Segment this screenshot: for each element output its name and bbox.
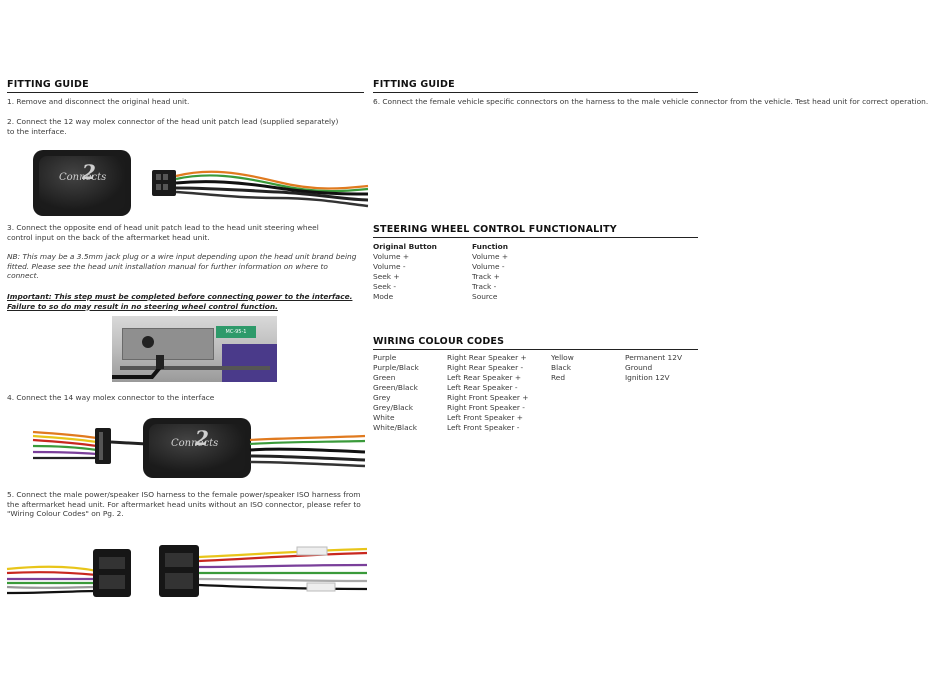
swc-heading: STEERING WHEEL CONTROL FUNCTIONALITY bbox=[373, 224, 617, 235]
step-3-text: 3. Connect the opposite end of head unit… bbox=[7, 223, 319, 242]
important-text: Important: This step must be completed b… bbox=[7, 292, 353, 311]
step-1-text: 1. Remove and disconnect the original he… bbox=[7, 97, 190, 106]
logo-text: Connects bbox=[59, 172, 107, 183]
wire-colour: White bbox=[373, 413, 395, 422]
swc-row-original: Seek - bbox=[373, 282, 397, 291]
wire-colour: Black bbox=[551, 363, 571, 372]
swc-row-function: Volume + bbox=[472, 252, 509, 261]
step-5-text: 5. Connect the male power/speaker ISO ha… bbox=[7, 490, 361, 519]
jack-plug-cable bbox=[112, 355, 164, 379]
logo-number: 2 bbox=[82, 160, 96, 184]
wire-function: Left Rear Speaker + bbox=[447, 373, 522, 382]
molex-14-way-connector-image bbox=[32, 428, 148, 464]
left-heading-rule bbox=[7, 92, 364, 93]
wire-function: Right Rear Speaker - bbox=[447, 363, 524, 372]
wire-colour: Purple bbox=[373, 353, 397, 362]
wire-function: Left Front Speaker - bbox=[447, 423, 520, 432]
wiring-heading-rule bbox=[373, 349, 698, 350]
swc-row-function: Source bbox=[472, 292, 498, 301]
wire-colour: Purple/Black bbox=[373, 363, 419, 372]
wire-function: Right Front Speaker - bbox=[447, 403, 525, 412]
iso-harness-image bbox=[6, 545, 368, 597]
stereo-tag: MC-95-1 bbox=[216, 326, 256, 338]
wire-function: Ground bbox=[625, 363, 653, 372]
wire-function: Ignition 12V bbox=[625, 373, 670, 382]
head-unit-back-image: MC-95-1 bbox=[112, 316, 277, 382]
note-text: NB: This may be a 3.5mm jack plug or a w… bbox=[7, 252, 357, 281]
wire-colour: Yellow bbox=[551, 353, 574, 362]
right-heading: FITTING GUIDE bbox=[373, 79, 455, 90]
swc-header-function: Function bbox=[472, 242, 508, 251]
swc-row-original: Seek + bbox=[373, 272, 400, 281]
swc-row-original: Volume + bbox=[373, 252, 410, 261]
step-6-text: 6. Connect the female vehicle specific c… bbox=[373, 97, 928, 106]
swc-header-original: Original Button bbox=[373, 242, 437, 251]
wire-colour: Grey bbox=[373, 393, 391, 402]
left-heading: FITTING GUIDE bbox=[7, 79, 89, 90]
step-4-text: 4. Connect the 14 way molex connector to… bbox=[7, 393, 215, 402]
swc-row-function: Track - bbox=[472, 282, 497, 291]
right-heading-rule bbox=[373, 92, 698, 93]
step-2-text: 2. Connect the 12 way molex connector of… bbox=[7, 117, 339, 136]
interface-module-image-2: Connects 2 bbox=[143, 418, 253, 478]
wire-function: Right Front Speaker + bbox=[447, 393, 529, 402]
logo-text-2: Connects bbox=[171, 438, 219, 449]
module-output-wires bbox=[249, 434, 366, 468]
swc-row-function: Track + bbox=[472, 272, 500, 281]
interface-module-image-1: Connects 2 bbox=[33, 150, 133, 216]
wire-colour: Grey/Black bbox=[373, 403, 414, 412]
patch-lead-connector-image bbox=[152, 170, 369, 208]
wire-colour: Green/Black bbox=[373, 383, 418, 392]
swc-heading-rule bbox=[373, 237, 698, 238]
swc-row-original: Mode bbox=[373, 292, 394, 301]
wiring-heading: WIRING COLOUR CODES bbox=[373, 336, 505, 347]
wire-colour: White/Black bbox=[373, 423, 417, 432]
wire-function: Right Rear Speaker + bbox=[447, 353, 527, 362]
wire-function: Permanent 12V bbox=[625, 353, 682, 362]
wire-colour: Red bbox=[551, 373, 566, 382]
swc-row-function: Volume - bbox=[472, 262, 505, 271]
wire-colour: Green bbox=[373, 373, 396, 382]
swc-row-original: Volume - bbox=[373, 262, 406, 271]
logo-number-2: 2 bbox=[195, 426, 209, 450]
wire-function: Left Front Speaker + bbox=[447, 413, 523, 422]
wire-function: Left Rear Speaker - bbox=[447, 383, 518, 392]
